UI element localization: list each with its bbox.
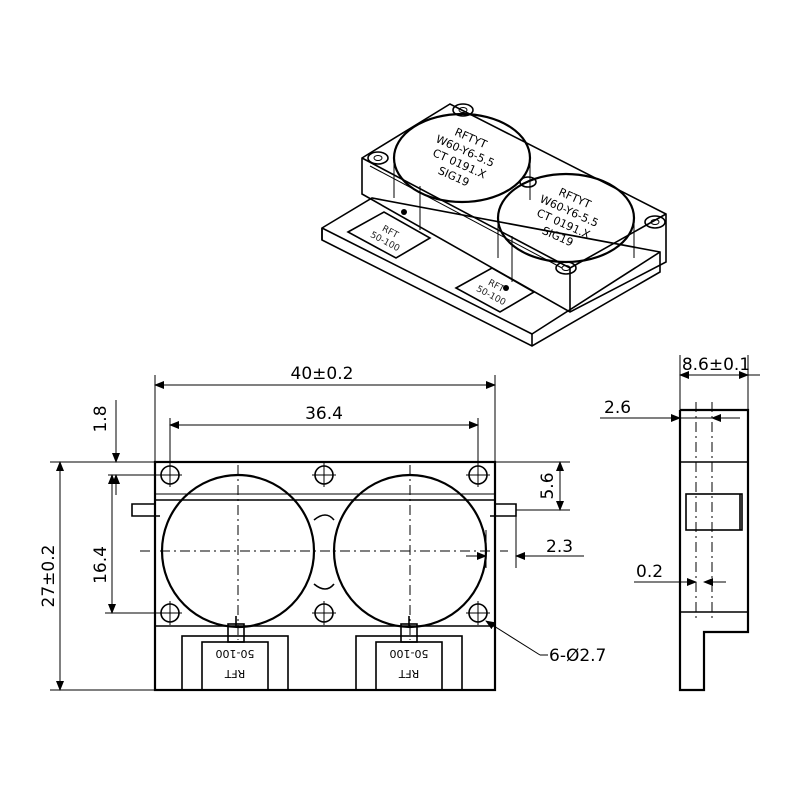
connector-left-bottom-label: RFT	[224, 667, 245, 680]
dim-hole-pitch-y: 16.4	[91, 474, 162, 614]
svg-text:27±0.2: 27±0.2	[39, 545, 59, 608]
svg-text:36.4: 36.4	[305, 404, 343, 424]
iso-disk-1-label: RFTYT W60-Y6-5.5 CT 0191.X SIG19	[431, 126, 497, 190]
svg-text:8.6±0.1: 8.6±0.1	[682, 355, 750, 375]
svg-text:2.3: 2.3	[546, 537, 573, 557]
mounting-holes	[158, 463, 490, 625]
dim-overall-width: 40±0.2	[154, 364, 496, 462]
dim-hole-edge-offset: 1.8	[91, 400, 162, 495]
svg-text:5.6: 5.6	[538, 472, 558, 499]
svg-text:6-Ø2.7: 6-Ø2.7	[549, 646, 606, 666]
dim-overall-height: 27±0.2	[39, 461, 155, 691]
connector-right-bottom-label: RFT	[398, 667, 419, 680]
iso-base-plate	[321, 197, 661, 347]
front-view: 50-100 RFT 50-100 RFT 40±0.2 36.4	[39, 364, 606, 692]
svg-text:40±0.2: 40±0.2	[291, 364, 354, 384]
front-body-outline	[153, 460, 497, 692]
dim-top-offset: 5.6	[495, 461, 570, 511]
connector-right: 50-100 RFT	[355, 616, 463, 691]
hole-callout: 6-Ø2.7	[485, 620, 606, 666]
iso-body	[361, 103, 667, 313]
connector-right-top-label: 50-100	[390, 647, 429, 660]
iso-tab-2	[454, 267, 536, 313]
isometric-view: RFTYT W60-Y6-5.5 CT 0191.X SIG19 RFTYT W…	[321, 103, 667, 347]
connector-left-top-label: 50-100	[216, 647, 255, 660]
connector-left: 50-100 RFT	[181, 616, 289, 691]
iso-disk-2	[496, 172, 636, 264]
dim-tab-position: 2.6	[600, 398, 740, 422]
dim-thickness: 8.6±0.1	[679, 355, 760, 410]
iso-tab-1	[346, 211, 432, 259]
side-body-outline	[678, 408, 750, 692]
iso-disk-1	[392, 112, 532, 204]
svg-text:0.2: 0.2	[636, 562, 663, 582]
side-view: 8.6±0.1 2.6 0.2	[600, 355, 760, 692]
iso-disk-2-label: RFTYT W60-Y6-5.5 CT 0191.X SIG19	[535, 186, 601, 250]
dim-tab-thickness: 0.2	[634, 562, 726, 586]
svg-text:16.4: 16.4	[91, 546, 111, 584]
svg-text:2.6: 2.6	[604, 398, 631, 418]
dim-hole-pitch-x: 36.4	[169, 404, 479, 466]
svg-text:1.8: 1.8	[91, 405, 111, 432]
dim-tab-offset: 2.3	[466, 516, 584, 568]
